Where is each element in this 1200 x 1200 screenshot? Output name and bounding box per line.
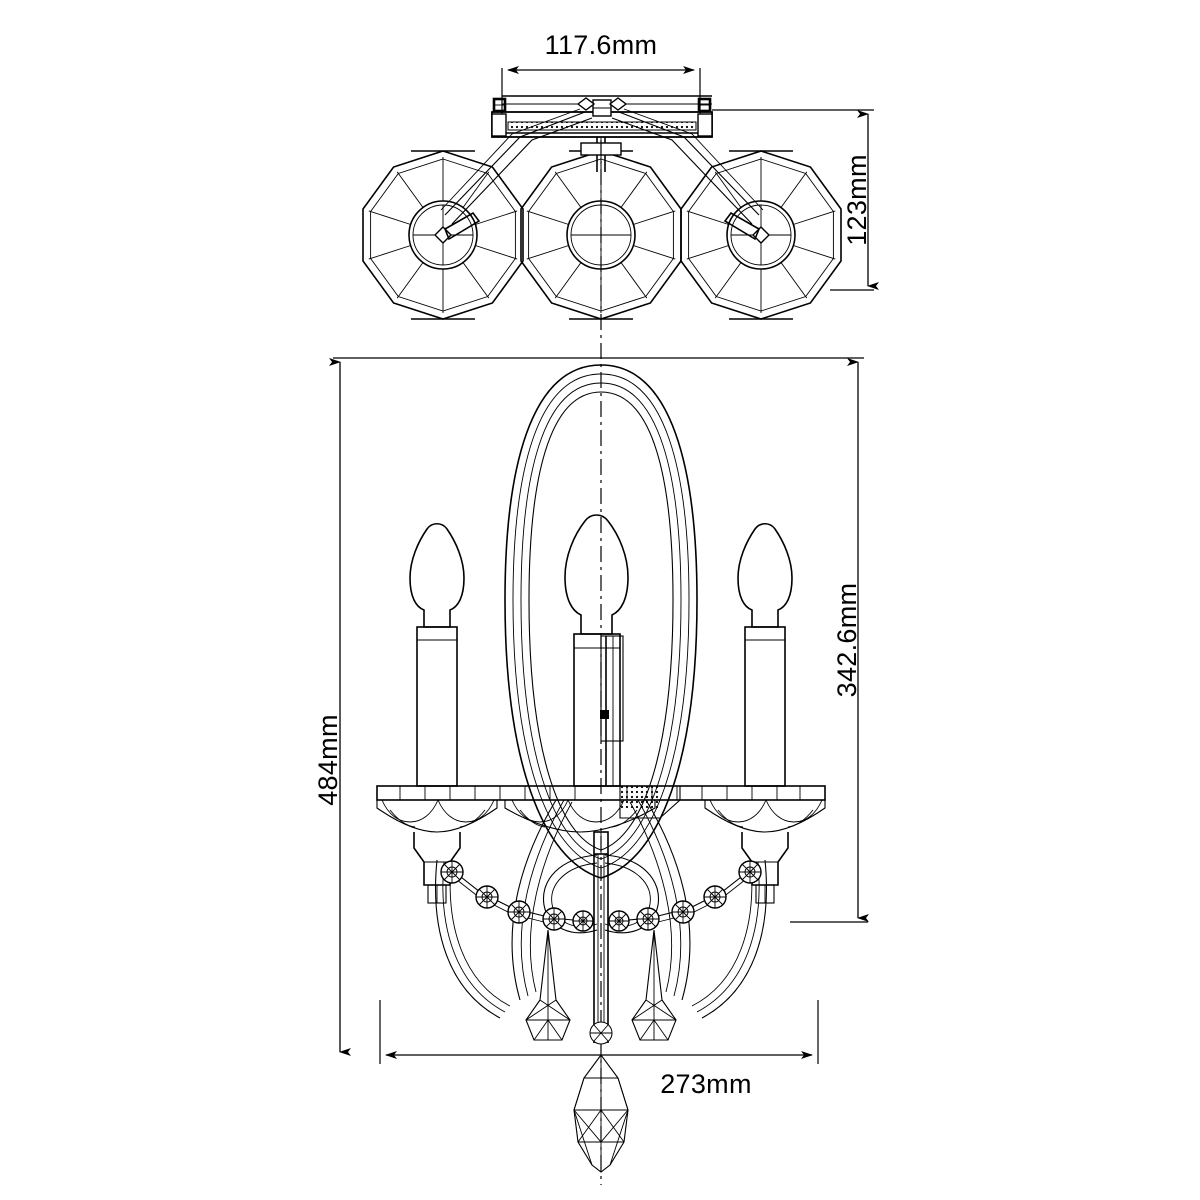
dimension-overall-height: 484mm [313,358,351,1056]
bobeche-right-elevation [704,799,826,904]
center-column [593,854,609,1043]
dimension-label-canopy-drop-height: 123mm [842,154,872,246]
rosette [608,910,630,932]
bobeche-row-elevation [376,785,826,904]
top-view-group: 117.6mm [362,30,879,320]
candle-left [409,522,465,787]
candle-center [564,514,629,787]
rosette [572,910,594,932]
top-view-arms [440,108,764,225]
bobeche-left-elevation [376,799,498,904]
crystal-swag-chains [440,860,762,932]
dimension-body-height: 342.6mm [790,358,869,923]
bobeche-center-elevation [504,785,681,855]
oval-frame [504,364,698,879]
rosette [440,860,464,884]
dimension-label-canopy-width: 117.6mm [545,30,658,60]
pendant-crystal-right [631,929,677,1041]
rosette [507,900,531,924]
ceiling-mount-plate [491,95,713,172]
rosette [636,907,660,931]
rosette [703,885,727,909]
dimension-canopy-width: 117.6mm [501,30,701,118]
dimension-overall-width: 273mm [379,1000,819,1099]
rosette [475,885,499,909]
candle-right [737,522,793,787]
dimension-label-body-height: 342.6mm [832,583,862,698]
dimension-label-overall-height: 484mm [313,714,343,806]
front-elevation-group: 484mm 342.6mm [313,357,869,1173]
rosette [738,860,762,884]
bobeche-left [362,150,524,320]
rosette [671,900,695,924]
dimension-label-overall-width: 273mm [660,1069,752,1099]
rosette [542,907,566,931]
dimension-canopy-drop-height: 123mm [712,109,879,291]
bobeche-right [680,150,842,320]
bottom-pendant-crystal [573,1054,629,1173]
swag-arms [435,799,767,1019]
finial-ball [589,1021,613,1045]
pendant-crystal-left [525,929,571,1041]
